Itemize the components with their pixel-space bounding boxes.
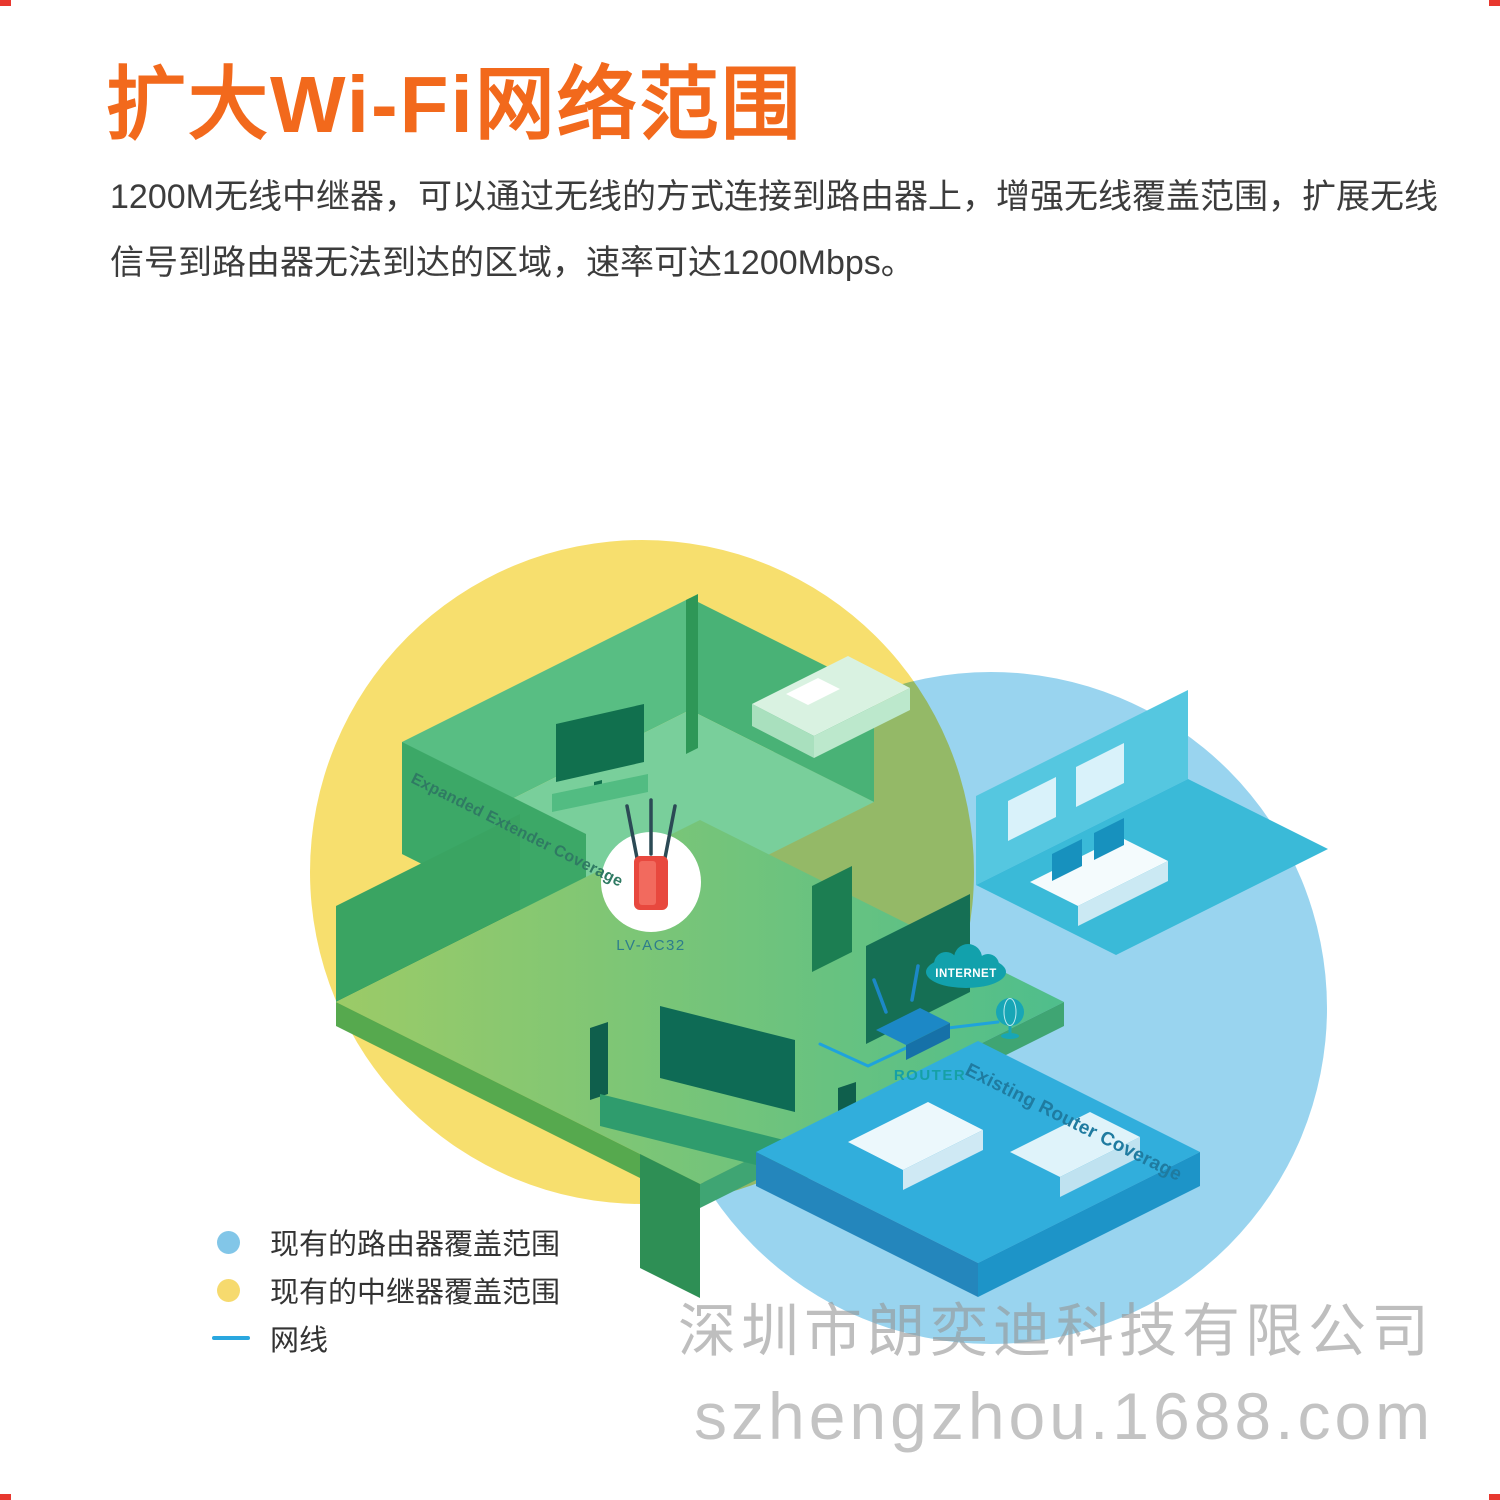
- blue-floor-edge-left: [756, 1152, 978, 1297]
- bed-front: [814, 688, 910, 758]
- bed-top: [752, 656, 910, 736]
- internet-cloud-icon: [926, 956, 1006, 988]
- globe-icon: [996, 998, 1024, 1026]
- door: [812, 866, 852, 972]
- legend-item-network-cable: 网线: [212, 1314, 560, 1362]
- tv-desk: [552, 774, 648, 812]
- router-icon: [876, 1008, 950, 1045]
- crop-mark: [0, 0, 11, 6]
- tv-icon: [556, 704, 644, 782]
- globe-meridian: [1003, 998, 1017, 1026]
- desk-top: [1030, 837, 1168, 906]
- extender-antenna: [663, 804, 677, 860]
- blue-floor-edge-right: [978, 1152, 1200, 1297]
- left-low-wall: [336, 814, 520, 1002]
- swatch-cell: [212, 1336, 270, 1340]
- extender-face: [639, 861, 656, 905]
- internet-group: INTERNET: [926, 944, 1024, 1039]
- monitor-icon: [1094, 818, 1124, 860]
- router-label: ROUTER: [894, 1067, 966, 1084]
- internet-label: INTERNET: [935, 968, 997, 980]
- media-room: [756, 1041, 1200, 1297]
- router-coverage-dot-icon: [217, 1230, 240, 1254]
- router-antenna: [872, 978, 888, 1014]
- extender-group: LV-AC32: [601, 798, 701, 954]
- office-room: [976, 690, 1328, 955]
- page-description: 1200M无线中继器，可以通过无线的方式连接到路由器上，增强无线覆盖范围，扩展无…: [110, 178, 1438, 282]
- legend-item-extender-coverage: 现有的中继器覆盖范围: [212, 1266, 560, 1314]
- crop-mark: [1489, 1494, 1500, 1500]
- window: [1008, 777, 1056, 841]
- swatch-cell: [212, 1230, 270, 1254]
- legend-item-router-coverage: 现有的路由器覆盖范围: [212, 1218, 560, 1266]
- extender-coverage-dot-icon: [217, 1278, 240, 1302]
- pillow: [786, 678, 840, 705]
- network-cable: [946, 1020, 1000, 1030]
- legend-label: 现有的中继器覆盖范围: [270, 1277, 561, 1309]
- speaker-left: [590, 1022, 608, 1100]
- table-top: [848, 1102, 983, 1170]
- legend-label: 网线: [270, 1325, 329, 1357]
- extender-antenna: [625, 804, 639, 860]
- monitor-icon: [1052, 839, 1082, 881]
- floor-edge-left: [336, 1002, 700, 1208]
- crop-mark: [0, 1494, 11, 1500]
- network-cable-line-icon: [212, 1336, 250, 1340]
- legend-label: 现有的路由器覆盖范围: [270, 1229, 561, 1261]
- router-group: ROUTER: [818, 964, 1000, 1084]
- extender-model-label: LV-AC32: [616, 937, 685, 954]
- divider-wall: [686, 594, 698, 754]
- sideboard-front: [1060, 1137, 1140, 1197]
- sideboard-top: [1010, 1112, 1140, 1177]
- crop-mark: [1489, 0, 1500, 6]
- bed-side: [752, 704, 814, 758]
- front-drop-wall: [640, 1154, 700, 1298]
- router-antenna: [910, 964, 920, 1002]
- router-front: [906, 1023, 950, 1060]
- desk-front: [1078, 861, 1168, 926]
- tv-screen: [660, 1006, 795, 1112]
- page-title: 扩大Wi-Fi网络范围: [106, 60, 803, 149]
- globe-base: [1001, 1033, 1019, 1039]
- swatch-cell: [212, 1278, 270, 1302]
- window: [1076, 743, 1124, 807]
- watermark-site: szhengzhou.1688.com: [694, 1379, 1435, 1453]
- legend: 现有的路由器覆盖范围 现有的中继器覆盖范围 网线: [212, 1218, 560, 1362]
- watermark-company: 深圳市朗奕迪科技有限公司: [678, 1299, 1435, 1364]
- table-front: [903, 1130, 983, 1190]
- network-cable: [818, 1042, 908, 1068]
